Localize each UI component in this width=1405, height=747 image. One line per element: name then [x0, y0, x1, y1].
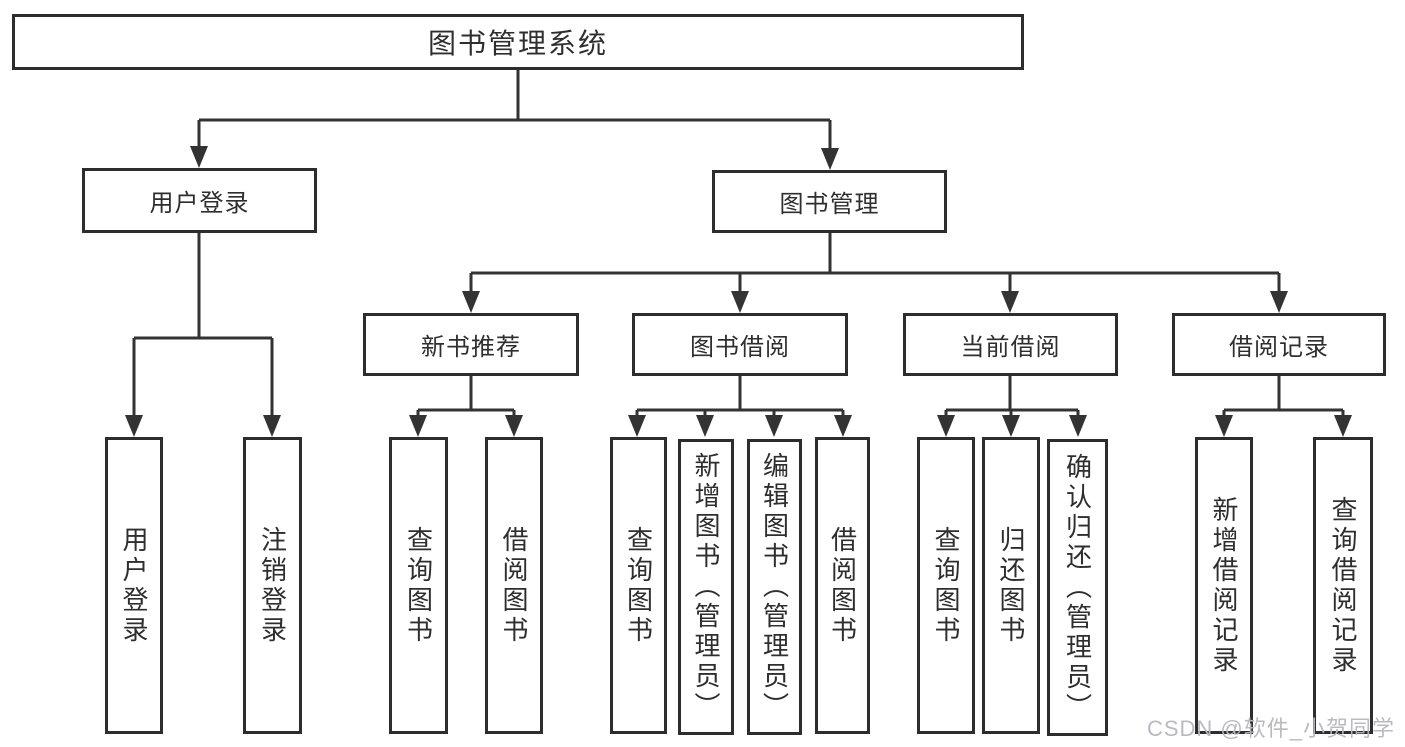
leaf-logout: 注销登录 [243, 437, 302, 734]
leaf-add-borrow-record: 新增借阅记录 [1195, 437, 1253, 734]
leaf-borrow-books: 借阅图书 [815, 437, 870, 734]
leaf-query-books-borrow: 查询图书 [610, 437, 667, 734]
leaf-user-login: 用户登录 [105, 437, 163, 734]
edge-current-borrow-to-leaves [937, 376, 1087, 437]
csdn-watermark: CSDN @软件_小贺同学 [1146, 716, 1395, 741]
node-book-management: 图书管理 [712, 170, 947, 233]
node-new-book-recommend: 新书推荐 [363, 313, 579, 376]
node-library-system: 图书管理系统 [12, 14, 1024, 70]
node-borrow-records: 借阅记录 [1172, 313, 1386, 376]
edge-borrow-records-to-leaves [1215, 376, 1352, 437]
leaf-query-borrow-record: 查询借阅记录 [1313, 437, 1373, 734]
leaf-edit-book-admin: 编辑图书（管理员） [747, 439, 802, 735]
leaf-return-books: 归还图书 [982, 437, 1040, 734]
leaf-confirm-return-admin: 确认归还（管理员） [1047, 439, 1108, 736]
node-current-borrow: 当前借阅 [903, 313, 1118, 376]
edge-root-to-level2 [190, 70, 839, 170]
leaf-borrow-books-recommend: 借阅图书 [485, 437, 543, 734]
leaf-add-book-admin: 新增图书（管理员） [678, 439, 734, 735]
leaf-query-books-current: 查询图书 [917, 437, 975, 734]
edge-new-book-recommend-to-leaves [409, 376, 523, 437]
edge-book-borrow-to-leaves [628, 376, 852, 437]
edge-book-management-to-level3 [462, 233, 1288, 313]
node-book-borrow: 图书借阅 [632, 313, 848, 376]
leaf-query-books-recommend: 查询图书 [389, 437, 448, 734]
edge-user-login-to-leaves [125, 233, 281, 437]
node-user-login: 用户登录 [82, 168, 317, 233]
